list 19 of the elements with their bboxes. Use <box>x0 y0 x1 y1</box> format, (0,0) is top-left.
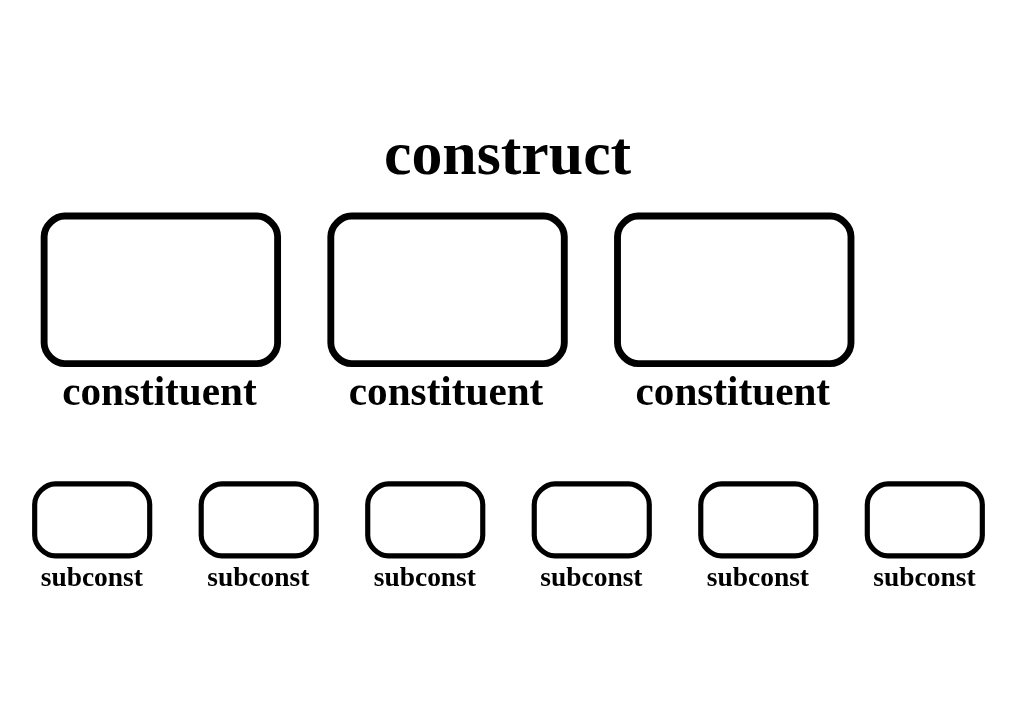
node-box <box>614 212 855 367</box>
node-box <box>698 480 819 558</box>
node-box <box>198 480 319 558</box>
node-box <box>864 480 985 558</box>
node-box <box>327 212 568 367</box>
node-box <box>531 480 652 558</box>
node-box <box>32 480 153 558</box>
node-label: subconst <box>540 561 643 592</box>
node-label: subconst <box>873 561 976 592</box>
node-label: subconst <box>706 561 810 592</box>
node-label: constituent <box>635 367 831 414</box>
node-box <box>365 480 486 558</box>
node-label: constituent <box>62 367 257 414</box>
diagram-title: construct <box>384 118 632 187</box>
node-label: subconst <box>207 561 310 592</box>
node-label: subconst <box>40 561 143 592</box>
node-label: subconst <box>373 561 476 592</box>
node-label: constituent <box>348 367 544 414</box>
node-box <box>40 212 282 367</box>
